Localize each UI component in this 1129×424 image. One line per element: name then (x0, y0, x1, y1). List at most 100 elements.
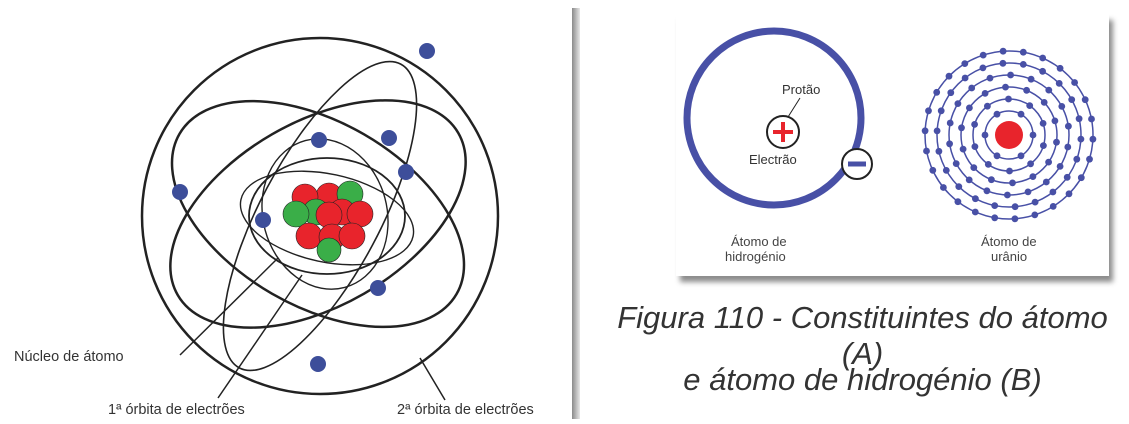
uranium-electron (946, 73, 953, 80)
uranium-electron (933, 89, 940, 96)
uranium-electron (955, 198, 962, 205)
uranium-electron (1073, 156, 1080, 163)
uranium-electron (1086, 156, 1093, 163)
uranium-electron (1012, 215, 1019, 222)
uranium-electron (961, 60, 968, 67)
uranium-electron (1071, 79, 1078, 86)
atom-diagram-a: Núcleo de átomo 1ª órbita de electrões 2… (0, 0, 573, 419)
uranium-electron (1009, 180, 1016, 187)
uranium-electron (1058, 103, 1065, 110)
second-orbit-label: 2ª órbita de electrões (397, 402, 534, 418)
uranium-electron (1002, 84, 1009, 91)
uranium-electron (994, 111, 1001, 118)
uranium-electron (972, 143, 979, 150)
uranium-electron (1068, 96, 1075, 103)
uranium-electron (940, 184, 947, 191)
uranium-electron (1039, 55, 1046, 62)
proton-label: Protão (782, 82, 820, 97)
uranium-electron (1082, 96, 1089, 103)
uranium-electron (1040, 142, 1047, 149)
uranium-electron (1050, 189, 1057, 196)
uranium-electron (929, 167, 936, 174)
uranium-electron (971, 121, 978, 128)
uranium-electron (955, 100, 962, 107)
atom-figure-a: Núcleo de átomo 1ª órbita de electrões 2… (0, 0, 573, 419)
uranium-electron (925, 107, 932, 114)
uranium-electron (1005, 96, 1012, 103)
uranium-electron (1028, 76, 1035, 83)
first-orbit-label: 1ª órbita de electrões (108, 402, 245, 418)
uranium-atom: Átomo de urânio (922, 48, 1097, 264)
uranium-electron (1018, 111, 1025, 118)
caption-line-2: e átomo de hidrogénio (B) (596, 362, 1129, 398)
hydrogen-name-2: hidrogénio (725, 249, 786, 264)
uranium-electron (991, 202, 998, 209)
uranium-electron (1056, 80, 1063, 87)
uranium-electron (1020, 49, 1027, 56)
uranium-electron (1023, 87, 1030, 94)
uranium-electron (1032, 199, 1039, 206)
uranium-electron (1018, 152, 1025, 159)
uranium-electron (1088, 116, 1095, 123)
uranium-electron (982, 90, 989, 97)
uranium-electron (1043, 179, 1050, 186)
uranium-electron (962, 75, 969, 82)
uranium-electron (960, 146, 967, 153)
uranium-electron (943, 167, 950, 174)
uranium-electron (1064, 144, 1071, 151)
uranium-electron (1066, 190, 1073, 197)
uranium-electron (1078, 136, 1085, 143)
uranium-electron (1027, 160, 1034, 167)
hydrogen-name-1: Átomo de (731, 234, 787, 249)
uranium-nucleus (995, 121, 1023, 149)
electron-label: Electrão (749, 152, 797, 167)
uranium-electron (922, 127, 929, 134)
uranium-electron (1057, 65, 1064, 72)
uranium-electron (1078, 174, 1085, 181)
uranium-electron (947, 89, 954, 96)
uranium-electron (1030, 173, 1037, 180)
uranium-electron (947, 120, 954, 127)
uranium-electron (1064, 174, 1071, 181)
uranium-electron (972, 209, 979, 216)
uranium-electron (1052, 118, 1059, 125)
uranium-electron (1065, 123, 1072, 130)
uranium-electron (958, 124, 965, 131)
leader-lines (180, 258, 445, 400)
uranium-electron (1025, 189, 1032, 196)
uranium-electron (1076, 115, 1083, 122)
uranium-electron (980, 65, 987, 72)
uranium-electron (1090, 136, 1097, 143)
nucleus (283, 181, 373, 262)
uranium-electron (936, 148, 943, 155)
uranium-electron (1000, 60, 1007, 67)
uranium-electron (1012, 203, 1019, 210)
uranium-electron (987, 75, 994, 82)
uranium-electron (1006, 168, 1013, 175)
uranium-electron (1030, 132, 1037, 139)
uranium-electron (1026, 102, 1033, 109)
uranium-electron (1045, 87, 1052, 94)
uranium-electron (923, 148, 930, 155)
uranium-electron (1045, 159, 1052, 166)
uranium-electron (955, 183, 962, 190)
uranium-electron (938, 107, 945, 114)
uranium-electron (1053, 139, 1060, 146)
uranium-electron (991, 214, 998, 221)
figure-a-shadow (572, 8, 580, 419)
uranium-electron (984, 103, 991, 110)
uranium-electron (1057, 163, 1064, 170)
uranium-electron (934, 128, 941, 135)
uranium-electron (1041, 99, 1048, 106)
uranium-electron (972, 195, 979, 202)
uranium-electron (1007, 72, 1014, 79)
uranium-name-2: urânio (991, 249, 1027, 264)
uranium-electron (1004, 192, 1011, 199)
uranium-electron (970, 164, 977, 171)
uranium-electron (1039, 68, 1046, 75)
uranium-electron (985, 161, 992, 168)
uranium-electron (966, 177, 973, 184)
uranium-electron (1020, 61, 1027, 68)
atom-figure-b: Protão Electrão Átomo de hidrogénio Átom… (676, 14, 1109, 276)
uranium-electron (980, 52, 987, 59)
